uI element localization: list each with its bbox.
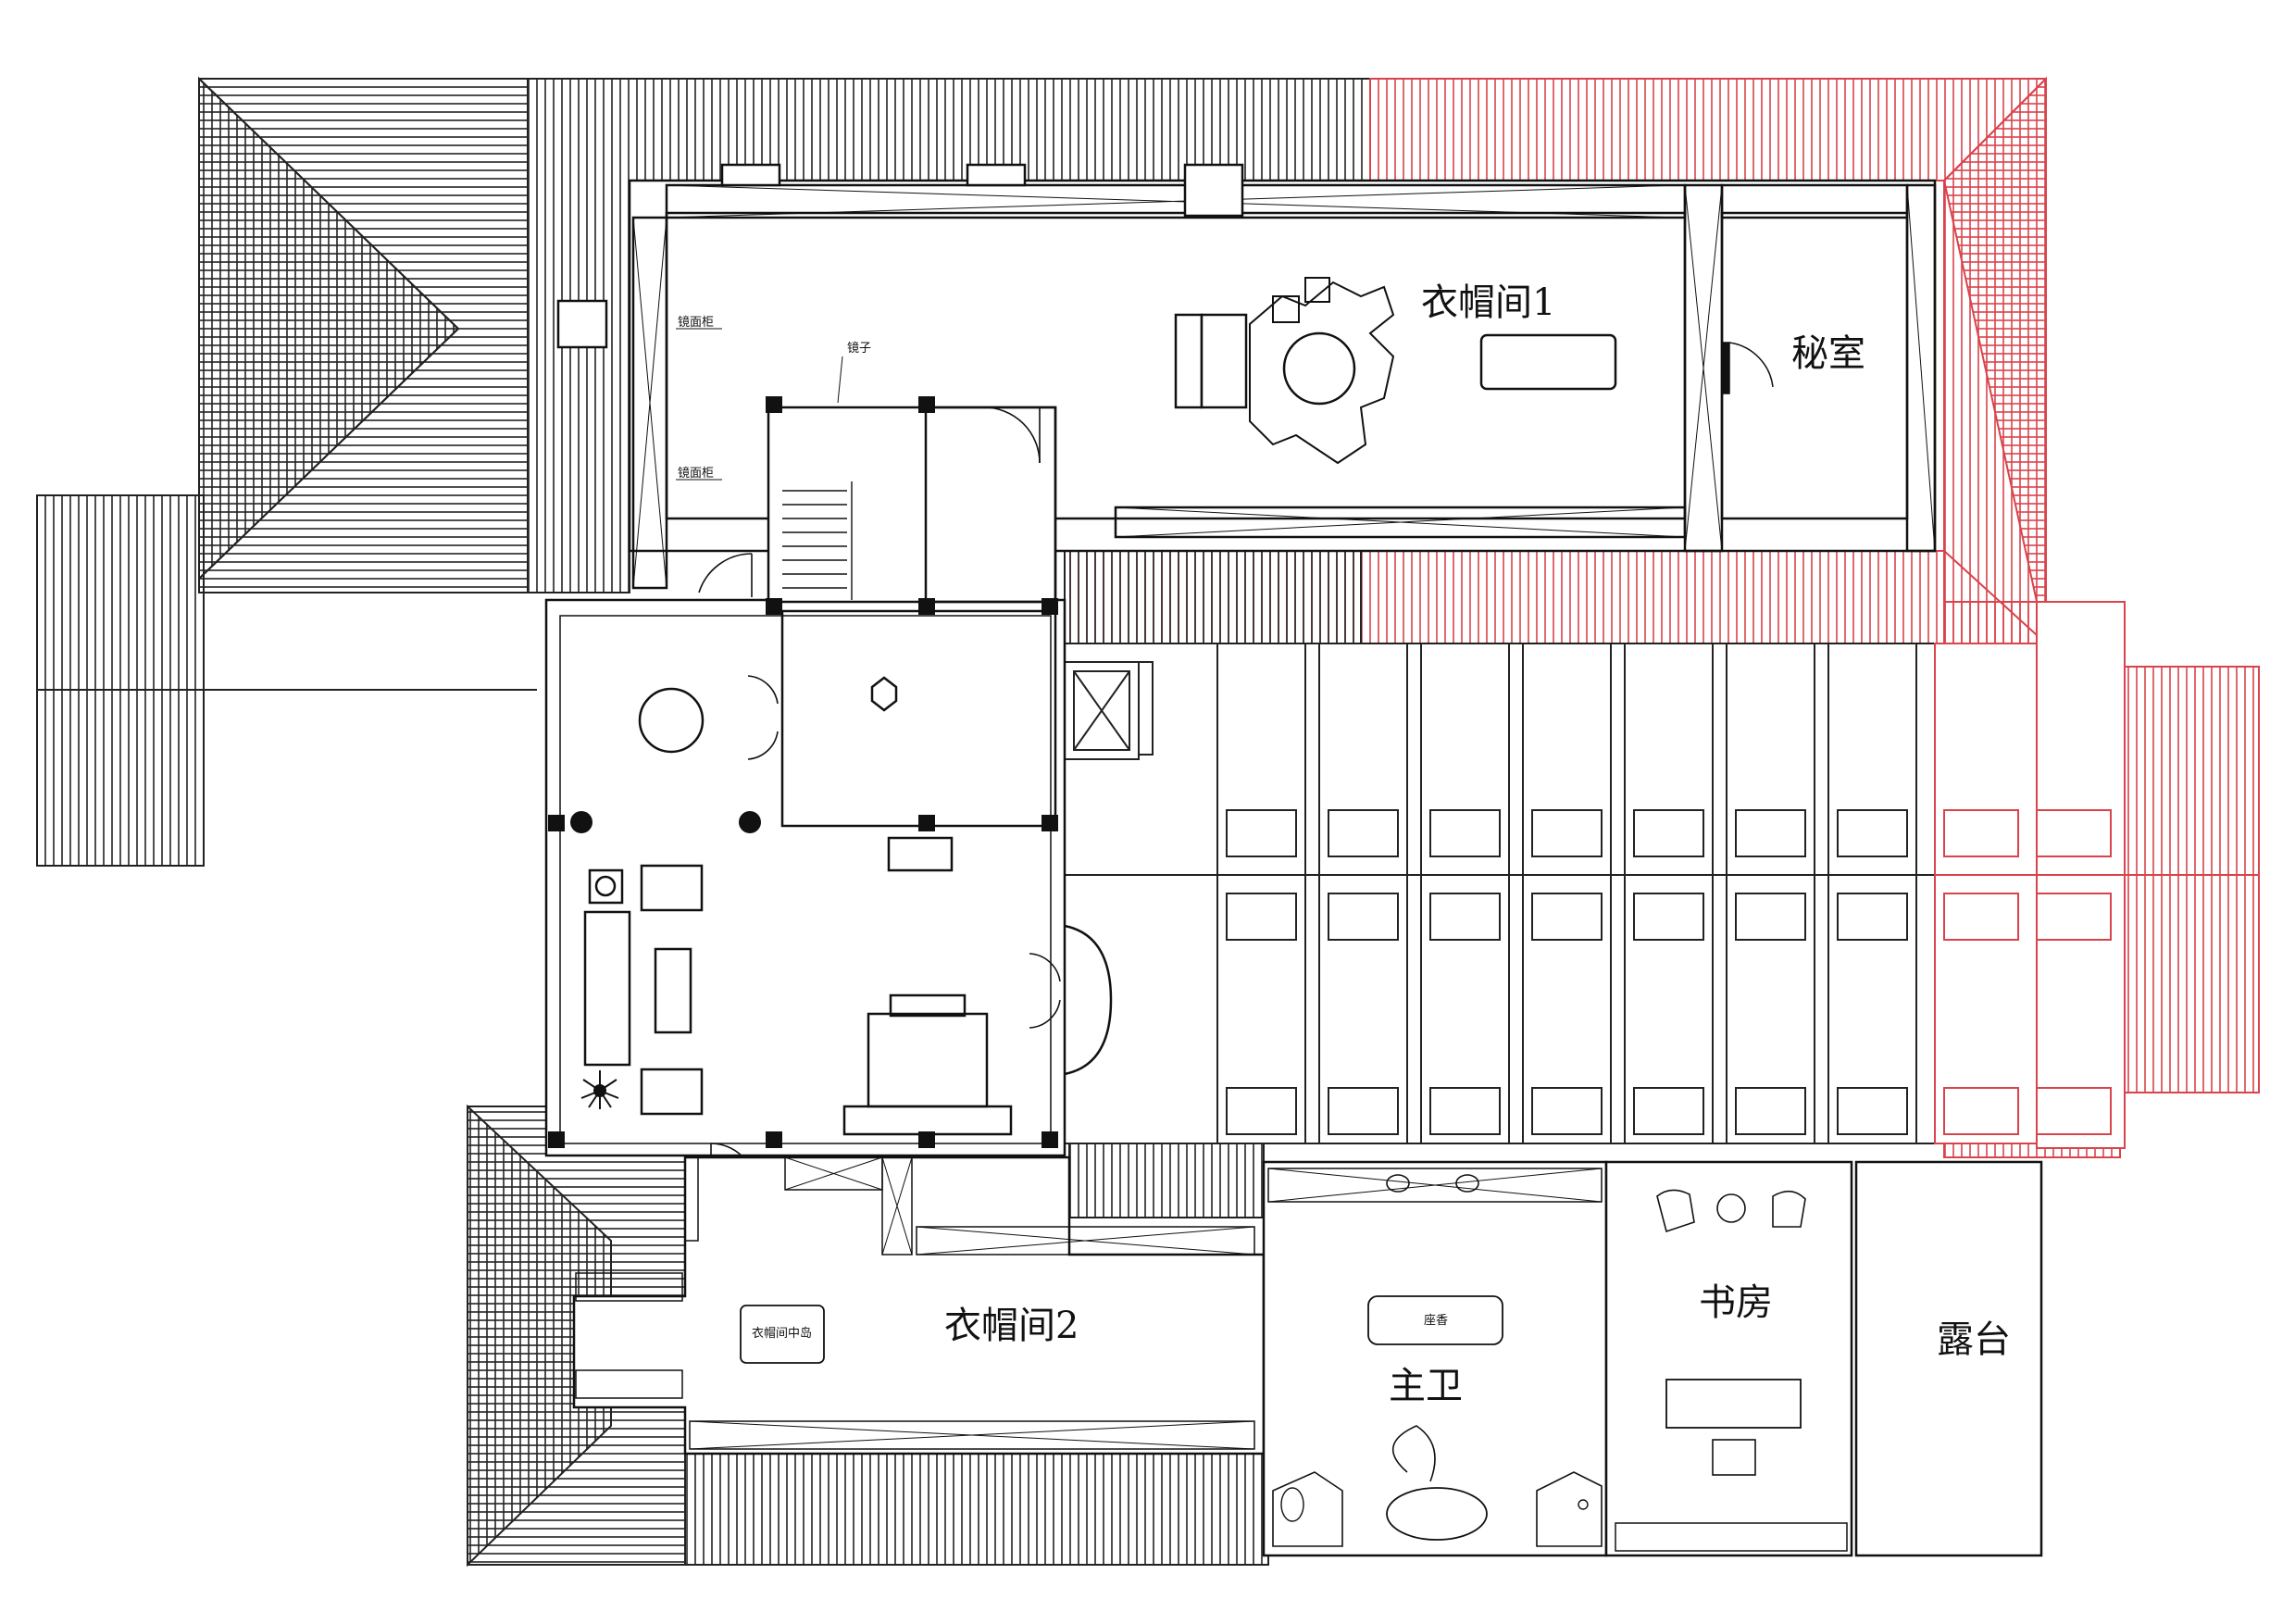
study [1604,1160,1853,1557]
pillars [548,396,1058,1148]
roof-panels [1064,601,2259,1149]
cloakroom-2 [572,1156,1266,1455]
room-labels: 衣帽间1 秘室 衣帽间2 主卫 书房 露台 [944,281,2011,1407]
secret-room-door [1721,342,1774,394]
cloakroom-2-label: 衣帽间2 [944,1305,1079,1347]
doors [698,406,1061,1189]
annotation-labels: 镜面柜 镜面柜 镜子 衣帽间中岛 座香 [676,316,1448,1341]
master-bath-label: 主卫 [1389,1365,1463,1407]
terrace-label: 露台 [1937,1318,2011,1361]
bath-seat-label: 座香 [1424,1314,1448,1328]
mirror-cabinet-lower-label: 镜面柜 [678,467,714,481]
study-label: 书房 [1699,1281,1773,1324]
center-hall [544,406,1113,1157]
mirror-cabinet-upper-label: 镜面柜 [678,316,714,330]
cloakroom-island-label: 衣帽间中岛 [752,1326,812,1341]
cloakroom-1-lounge [1249,277,1395,465]
mirror-leader [837,356,843,404]
terrace [1854,1160,2043,1557]
secret-room-label: 秘室 [1791,332,1865,375]
plant-symbol [580,1070,619,1109]
cloakroom-1-label: 衣帽间1 [1421,281,1555,324]
master-bath [1262,1160,1608,1557]
mirror-label: 镜子 [847,342,871,356]
